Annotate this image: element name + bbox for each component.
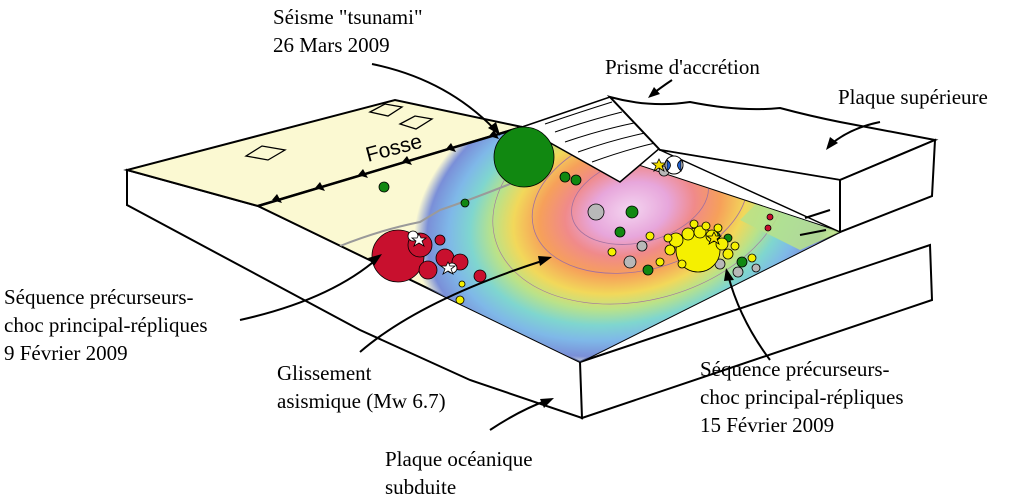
star-icon (439, 261, 457, 275)
tsunami-earthquake-event (493, 126, 555, 188)
glissement-line2: asismique (Mw 6.7) (277, 389, 446, 413)
trench-line (257, 125, 523, 208)
sequence-feb15-line2: choc principal-répliques (700, 385, 904, 409)
prisme-label: Prisme d'accrétion (605, 55, 760, 79)
oceanic-plate-front-face (126, 168, 583, 420)
upper-plate-surface (606, 95, 939, 182)
star-icon (705, 231, 723, 245)
islands (244, 103, 434, 161)
plaque-oceanique-line1: Plaque océanique (385, 447, 533, 471)
tsunami-title-label: Séisme "tsunami" (273, 5, 423, 29)
sequence-feb15-line3: 15 Février 2009 (700, 413, 834, 437)
coastline (339, 179, 521, 247)
earthquake-events (371, 126, 774, 305)
plaque-superieure-label: Plaque supérieure (838, 85, 988, 109)
sequence-feb9-line2: choc principal-répliques (4, 313, 208, 337)
star-icon (410, 233, 428, 247)
upper-plate-right-face (839, 138, 937, 234)
tsunami-date-label: 26 Mars 2009 (273, 33, 390, 57)
pointer-arrows (239, 63, 881, 431)
plaque-oceanique-line2: subduite (385, 475, 456, 499)
star-icon (650, 158, 668, 172)
sequence-feb9-line1: Séquence précurseurs- (4, 285, 194, 309)
upper-plate-block (520, 95, 939, 236)
glissement-line1: Glissement (277, 361, 372, 385)
oceanic-plate-right-face (578, 243, 934, 420)
sequence-feb15-line1: Séquence précurseurs- (700, 357, 890, 381)
focal-mechanism-icon (664, 155, 684, 175)
yellow-sequence-cluster (455, 219, 757, 305)
sequence-feb9-line3: 9 Février 2009 (4, 341, 128, 365)
